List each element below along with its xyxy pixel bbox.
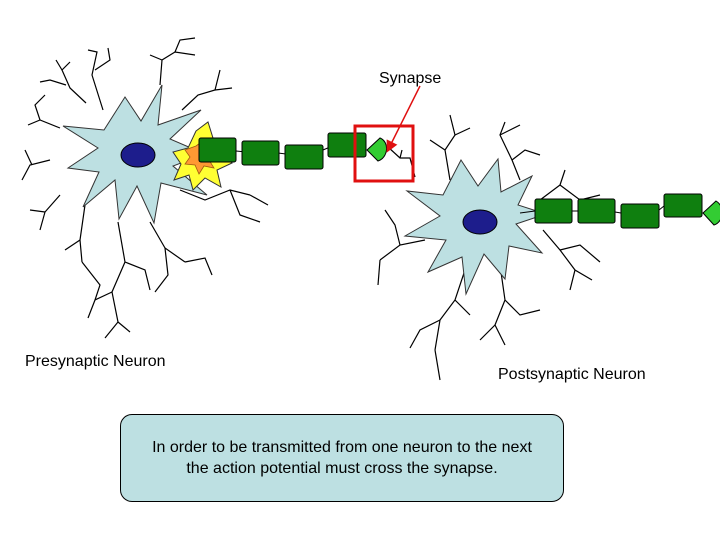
myelin-segment — [663, 193, 703, 218]
caption-line-1: In order to be transmitted from one neur… — [152, 439, 532, 456]
presynaptic-dendrites — [21, 37, 269, 339]
presynaptic-nucleus — [120, 142, 156, 168]
caption-line-2: the action potential must cross the syna… — [186, 460, 498, 477]
caption-box: In order to be transmitted from one neur… — [120, 414, 564, 502]
myelin-segment — [198, 137, 237, 163]
presynaptic-neuron-label: Presynaptic Neuron — [25, 353, 166, 370]
synapse-label: Synapse — [379, 70, 442, 87]
postsynaptic-dendrites — [377, 114, 601, 381]
myelin-segment — [241, 140, 280, 166]
axon-terminal — [366, 137, 387, 162]
postsynaptic-axon — [519, 193, 703, 229]
myelin-segment — [284, 144, 324, 170]
myelin-segment — [534, 198, 573, 224]
postsynaptic-nucleus — [462, 209, 498, 235]
postsynaptic-neuron-label: Postsynaptic Neuron — [498, 366, 646, 383]
presynaptic-axon — [198, 132, 367, 170]
myelin-segment — [577, 198, 616, 224]
synapse-arrow — [386, 85, 421, 153]
axon-terminal — [702, 200, 720, 226]
myelin-segment — [620, 203, 660, 229]
synapse-highlight-box — [353, 124, 415, 183]
myelin-segment — [327, 132, 367, 158]
